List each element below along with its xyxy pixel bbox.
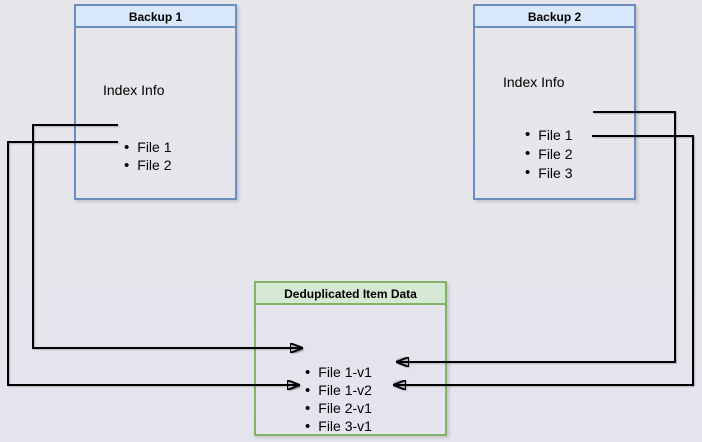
backup1-file-list: File 1File 2 — [124, 138, 171, 174]
list-item: File 2 — [525, 144, 572, 163]
list-item: File 1 — [124, 138, 171, 156]
dedup-file-list: File 1-v1File 1-v2File 2-v1File 3-v1 — [305, 363, 372, 435]
backup2-subtitle: Index Info — [503, 74, 565, 90]
backup2-title: Backup 2 — [475, 6, 634, 28]
backup1-title: Backup 1 — [76, 6, 235, 28]
backup1-box[interactable]: Backup 1 Index Info File 1File 2 — [74, 4, 237, 200]
list-item: File 1 — [525, 125, 572, 144]
dedup-body: File 1-v1File 1-v2File 2-v1File 3-v1 — [256, 305, 445, 434]
dedup-box[interactable]: Deduplicated Item Data File 1-v1File 1-v… — [254, 281, 447, 436]
dedup-title: Deduplicated Item Data — [256, 283, 445, 305]
list-item: File 3-v1 — [305, 417, 372, 435]
list-item: File 3 — [525, 163, 572, 182]
backup2-box[interactable]: Backup 2 Index Info File 1File 2File 3 — [473, 4, 636, 200]
backup1-body: Index Info File 1File 2 — [76, 28, 235, 198]
list-item: File 1-v1 — [305, 363, 372, 381]
list-item: File 1-v2 — [305, 381, 372, 399]
backup2-body: Index Info File 1File 2File 3 — [475, 28, 634, 198]
backup2-file-list: File 1File 2File 3 — [525, 125, 572, 182]
list-item: File 2-v1 — [305, 399, 372, 417]
list-item: File 2 — [124, 156, 171, 174]
backup1-subtitle: Index Info — [103, 82, 165, 98]
